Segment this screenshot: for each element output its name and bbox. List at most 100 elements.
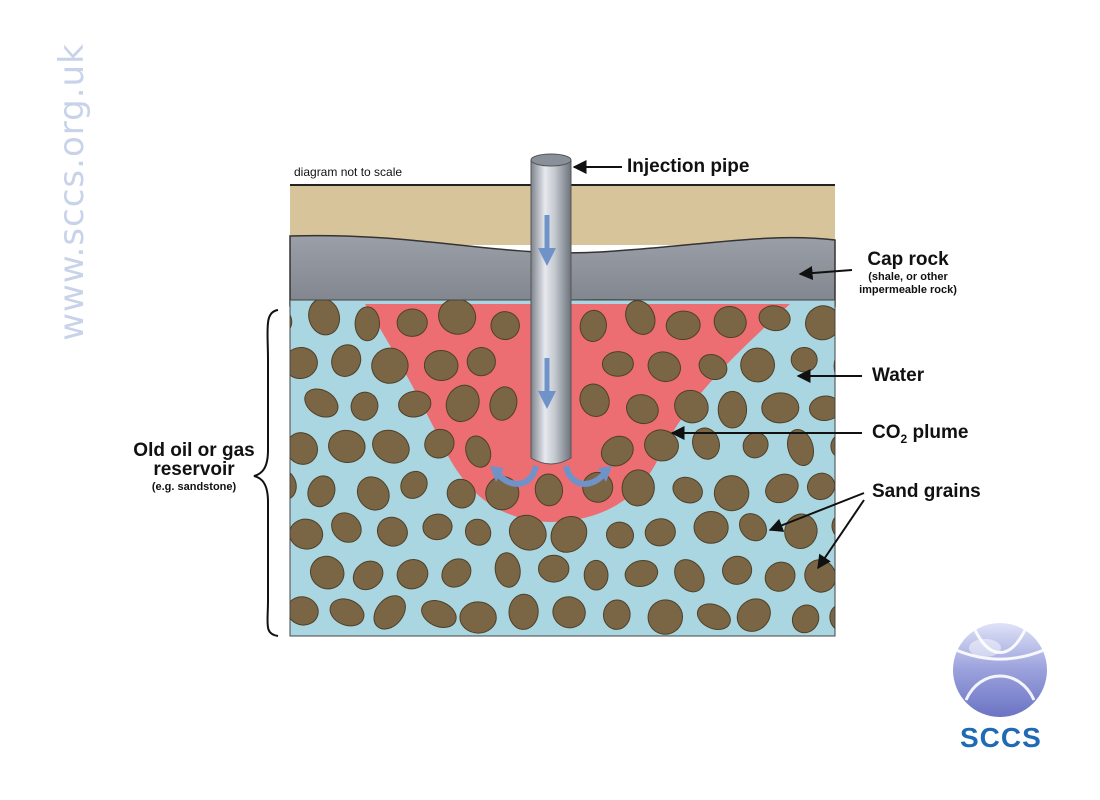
sand-grain — [786, 429, 815, 466]
sand-grain — [644, 429, 679, 462]
label-reservoir-1: Old oil or gas — [133, 440, 255, 461]
sand-grain — [713, 305, 747, 339]
sand-grain — [625, 300, 656, 335]
label-cap-rock-sub-1: (shale, or other — [868, 271, 948, 283]
sand-grain — [290, 307, 293, 336]
sand-grain — [672, 476, 703, 504]
label-water: Water — [872, 365, 925, 386]
sand-grain — [552, 596, 586, 629]
sand-grain — [376, 516, 408, 547]
sand-grain — [806, 472, 835, 501]
co2-prefix: CO — [872, 422, 901, 443]
sand-grain — [742, 432, 769, 459]
sand-grain — [550, 516, 588, 553]
sand-grain — [422, 513, 453, 541]
sand-grain — [693, 510, 729, 544]
sand-grain — [698, 354, 728, 380]
sand-grain — [606, 521, 634, 549]
sand-grain — [398, 390, 432, 418]
sand-grain — [290, 346, 318, 380]
sand-grain — [423, 349, 459, 382]
sand-grain — [831, 512, 835, 541]
sand-grain — [459, 601, 497, 634]
sand-grain — [445, 384, 480, 423]
sand-grain — [494, 552, 521, 588]
sand-grain — [373, 595, 406, 630]
scale-note: diagram not to scale — [294, 165, 403, 179]
sand-grain — [490, 311, 520, 341]
pointer-sand-grains-2 — [817, 499, 865, 570]
sand-grain — [256, 552, 295, 590]
flow-arrow-top — [538, 215, 556, 266]
label-injection-pipe: Injection pipe — [627, 156, 750, 177]
sand-grain — [665, 310, 701, 341]
sand-grain — [624, 559, 659, 588]
pointer-sand-grains-1 — [768, 492, 865, 532]
sand-grain — [696, 603, 731, 630]
sand-grain — [761, 392, 800, 424]
sand-grain — [290, 468, 297, 501]
sand-grain — [647, 599, 684, 635]
sand-grain — [424, 428, 455, 459]
sand-grain — [600, 435, 634, 467]
sand-grain — [308, 300, 341, 336]
sand-grain — [764, 561, 796, 592]
pointer-cap-rock — [798, 266, 853, 281]
reservoir-brace — [253, 309, 279, 637]
sand-grain — [464, 518, 492, 546]
sand-grain — [674, 389, 709, 424]
flow-arrow-bottom — [538, 358, 556, 409]
sand-grain — [354, 306, 380, 342]
sand-grain — [489, 386, 518, 421]
sand-grain — [441, 558, 472, 588]
co2-suffix: plume — [907, 422, 969, 443]
sand-grains — [256, 300, 835, 635]
sand-grain — [396, 308, 428, 337]
sand-grain — [602, 599, 631, 630]
sand-grain — [508, 514, 547, 551]
website-watermark: www.sccs.org.uk — [52, 43, 92, 341]
sand-grain — [740, 347, 775, 383]
sand-grain — [791, 604, 820, 634]
sand-grain — [736, 598, 771, 632]
sand-grain — [331, 344, 362, 377]
sand-grain — [833, 347, 835, 385]
sand-grain — [579, 309, 607, 342]
sand-grain — [809, 395, 835, 422]
label-cap-rock: Cap rock — [867, 249, 949, 270]
sand-grain — [290, 596, 319, 626]
sand-grain — [626, 394, 659, 425]
sand-grain — [396, 559, 429, 590]
sand-grain — [350, 391, 379, 421]
sand-grain — [256, 383, 292, 422]
sand-grain — [765, 473, 799, 504]
sand-grain — [805, 305, 835, 341]
sand-grain — [538, 554, 570, 583]
sand-grain — [601, 351, 634, 377]
sand-grain — [307, 475, 336, 508]
sand-grain — [692, 427, 720, 460]
sand-grain — [647, 351, 682, 383]
sand-grain — [290, 518, 324, 550]
outflow-arrowhead-right — [598, 466, 612, 482]
sand-grain — [534, 473, 564, 507]
sand-grain — [328, 429, 366, 463]
label-reservoir-sub: (e.g. sandstone) — [151, 481, 237, 493]
label-reservoir-2: reservoir — [153, 459, 235, 480]
sand-grain — [400, 470, 428, 499]
sand-grain — [717, 390, 748, 429]
sand-grain — [329, 598, 365, 627]
sand-grain — [579, 383, 610, 418]
pipe-top — [530, 153, 572, 167]
sand-grain — [304, 388, 339, 418]
co2-subscript: 2 — [900, 431, 908, 446]
sand-grain — [644, 518, 676, 547]
sand-grain — [465, 435, 492, 468]
sand-grain — [829, 603, 835, 633]
sand-grain — [371, 347, 409, 384]
sand-grain — [713, 475, 750, 512]
sand-grain — [372, 429, 410, 464]
sand-grain — [784, 513, 818, 550]
